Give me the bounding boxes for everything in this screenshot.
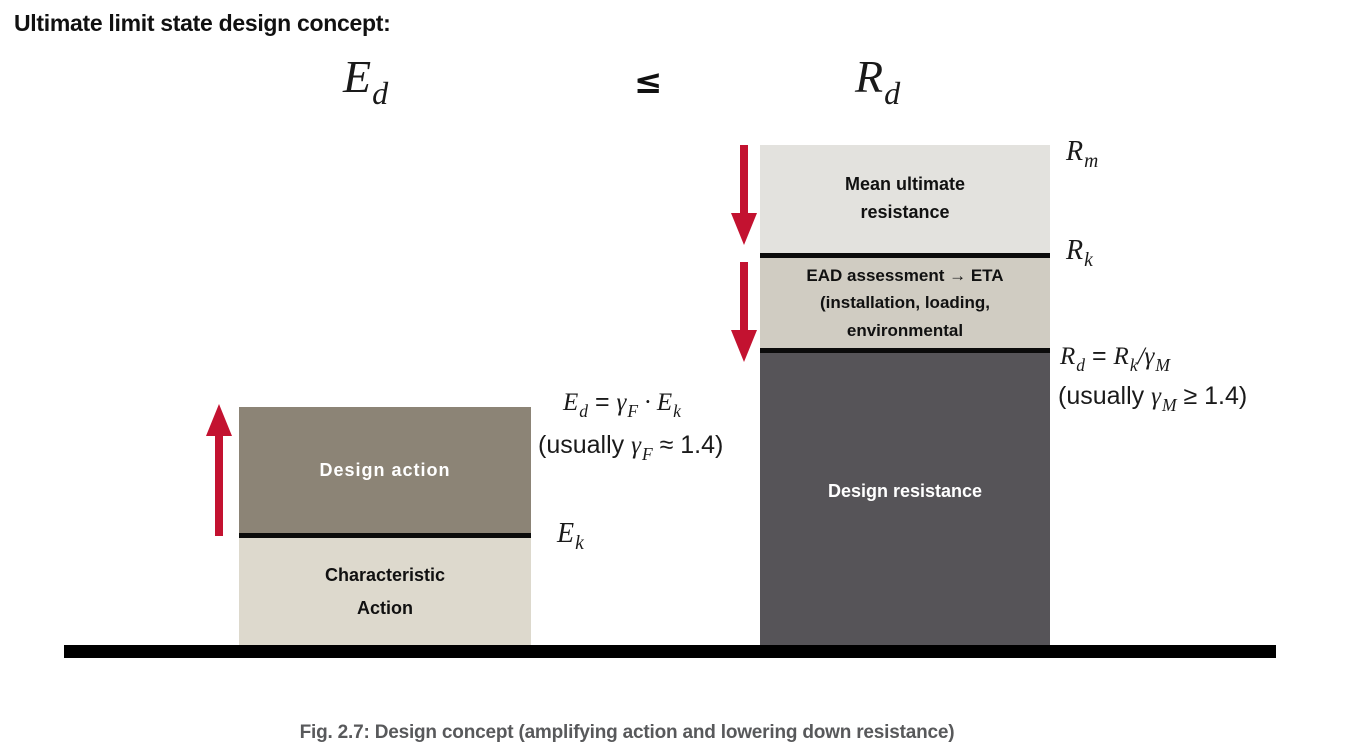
design-resistance-label: Design resistance xyxy=(827,480,983,501)
rm-label: Rm xyxy=(1066,136,1099,173)
rd-header-symbol: Rd xyxy=(855,51,901,112)
characteristic-action-label: Characteristic Action xyxy=(324,565,446,618)
ek-label: Ek xyxy=(557,518,584,555)
rd-formula: Rd = Rk/γM xyxy=(1060,342,1170,375)
ground-line xyxy=(64,645,1276,658)
gamma-m-usually-note: (usually γM ≥ 1.4) xyxy=(1058,382,1248,415)
mean-ultimate-resistance-box: Mean ultimate resistance xyxy=(760,145,1050,253)
arrow-down-icon xyxy=(731,262,757,362)
arrow-down-icon xyxy=(731,145,757,245)
design-resistance-box: Design resistance xyxy=(760,353,1050,645)
less-equal-symbol: ≤ xyxy=(634,62,663,102)
rd-divider-line xyxy=(760,348,1050,353)
rk-label: Rk xyxy=(1066,235,1093,272)
ead-assessment-box: EAD assessment → ETA (installation, load… xyxy=(760,258,1050,348)
design-action-box: Design action xyxy=(239,407,531,533)
arrow-up-icon xyxy=(206,404,232,536)
ead-assessment-label: EAD assessment → ETA (installation, load… xyxy=(806,265,1004,340)
mean-ultimate-resistance-label: Mean ultimate resistance xyxy=(844,174,966,222)
ek-divider-line xyxy=(239,533,531,538)
page-title: Ultimate limit state design concept: xyxy=(14,10,391,36)
characteristic-action-box: Characteristic Action xyxy=(239,538,531,645)
ed-header-symbol: Ed xyxy=(343,51,389,112)
figure-caption: Fig. 2.7: Design concept (amplifying act… xyxy=(299,722,955,743)
rk-divider-line xyxy=(760,253,1050,258)
gamma-f-usually-note: (usually γF ≈ 1.4) xyxy=(538,431,724,464)
ed-formula: Ed = γF · Ek xyxy=(563,388,681,421)
design-action-label: Design action xyxy=(319,459,451,480)
